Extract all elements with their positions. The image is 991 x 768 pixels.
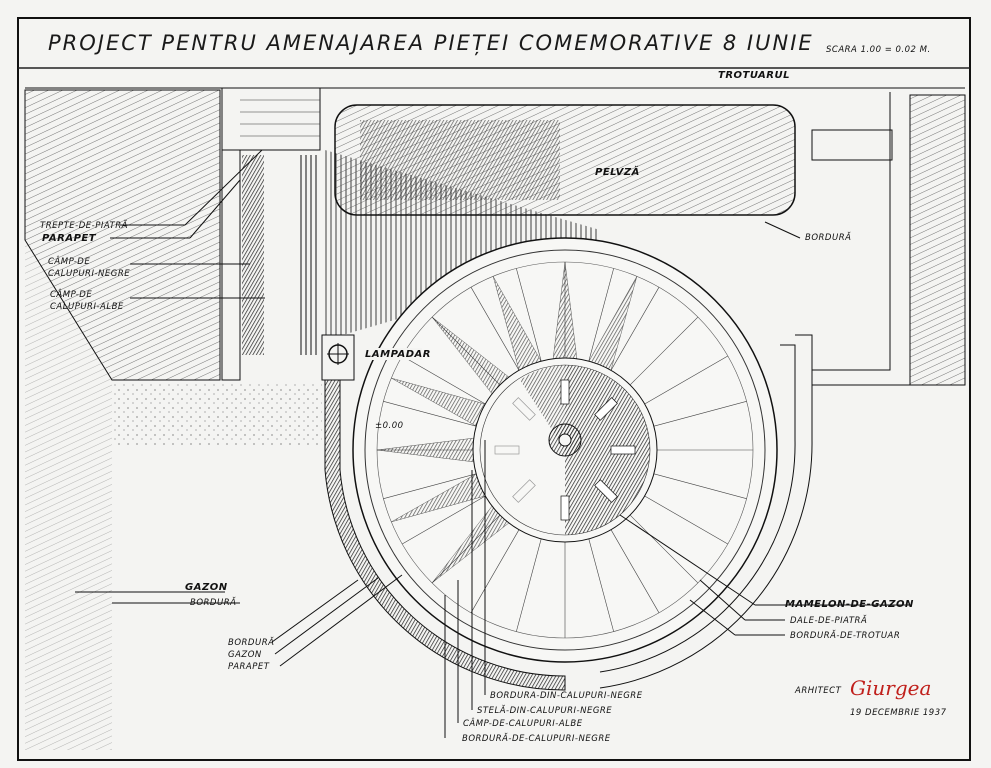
camp-negre-label-2: CALUPURI-NEGRE	[48, 269, 130, 279]
paving-joint-line	[629, 514, 699, 584]
left-lower-grass	[25, 240, 112, 750]
camp-albe-label-2: CALUPURI-ALBE	[50, 302, 124, 312]
dale-label: DALE-DE-PIATRĂ	[790, 614, 867, 626]
bordura-top-label: BORDURĂ	[805, 231, 851, 243]
camp-calupuri-albe-label: CÂMP-DE-CALUPURI-ALBE	[463, 717, 583, 729]
date-label: 19 DECEMBRIE 1937	[850, 708, 947, 718]
stone-slab	[512, 479, 536, 503]
bottom-annotations: BORDURA-DIN-CALUPURI-NEGRE STELĂ-DIN-CAL…	[444, 440, 643, 744]
paving-joint-line	[653, 473, 747, 499]
pelvza-label: PELVZĂ	[595, 165, 640, 178]
left-annotations: TREPTE-DE-PIATRĂ PARAPET CÂMP-DE CALUPUR…	[40, 149, 403, 672]
bordura-left-label: BORDURĂ	[190, 596, 236, 608]
stone-steps	[221, 87, 321, 151]
bordura-bl-label: BORDURĂ	[228, 636, 274, 648]
paving-joint-line	[402, 495, 486, 545]
paving-joint-line	[629, 316, 699, 386]
paving-joint-line	[383, 401, 477, 427]
black-cobble-field	[242, 155, 264, 355]
bordura-trotuar-label: BORDURĂ-DE-TROTUAR	[790, 629, 900, 641]
paving-joint-line	[610, 287, 660, 371]
camp-negre-label-1: CÂMP-DE	[48, 255, 90, 267]
paving-joint-line	[610, 529, 660, 613]
stone-slab	[494, 445, 520, 455]
stone-slab	[594, 397, 618, 421]
trotuarul-label: TROTUARUL	[718, 70, 790, 81]
lampadar-label: LAMPADAR	[365, 349, 431, 360]
paving-joint-line	[653, 401, 747, 427]
lawn-shade	[360, 120, 560, 200]
stone-slab	[560, 495, 570, 521]
trepte-label: TREPTE-DE-PIATRĂ	[40, 219, 128, 231]
white-cobble-field	[300, 155, 320, 355]
leader-line	[764, 221, 801, 239]
right-curved-wall-inner	[599, 344, 796, 673]
drawing-title: PROJECT PENTRU AMENAJAREA PIEȚEI COMEMOR…	[48, 31, 814, 55]
paving-joint-line	[402, 355, 486, 405]
right-annotations: MAMELON-DE-GAZON DALE-DE-PIATRĂ BORDURĂ-…	[619, 514, 947, 718]
bordura-calupuri-negre-label: BORDURA-DIN-CALUPURI-NEGRE	[490, 691, 643, 701]
stone-slab	[560, 379, 570, 405]
bordura-de-calupuri-label: BORDURĂ-DE-CALUPURI-NEGRE	[462, 732, 611, 744]
paving-joint-line	[470, 287, 520, 371]
lampadar-annotation: LAMPADAR	[362, 348, 431, 360]
stone-slab	[512, 397, 536, 421]
camp-albe-label-1: CÂMP-DE	[50, 288, 92, 300]
left-grass-area	[24, 89, 221, 381]
stone-slab	[610, 445, 636, 455]
stela-label: STELĂ-DIN-CALUPURI-NEGRE	[477, 704, 612, 716]
paving-joint-line	[516, 268, 542, 362]
lamp-post	[321, 334, 355, 381]
right-grass-area	[909, 94, 966, 386]
paving-joint-line	[644, 495, 728, 545]
gazon-left-label: GAZON	[185, 582, 228, 593]
sheet-border	[17, 17, 971, 761]
curved-parapet-band	[324, 379, 566, 691]
paving-joint-line	[588, 268, 614, 362]
paving-joint-line	[383, 473, 477, 499]
right-steps	[811, 129, 893, 161]
scale-label: SCARA 1.00 = 0.02 M.	[826, 45, 931, 55]
circular-plaza	[352, 237, 778, 663]
architect-signature: Giurgea	[850, 676, 931, 700]
architect-label: ARHITECT	[794, 686, 842, 696]
parapet-wall	[221, 149, 241, 381]
paving-joint-line	[588, 538, 614, 632]
lampadar-label-backing	[362, 348, 422, 360]
gravel-area	[112, 382, 322, 447]
parapet-bl-label: PARAPET	[228, 662, 270, 672]
paving-joint-line	[516, 538, 542, 632]
level-mark: ±0.00	[375, 421, 404, 431]
paving-joint-line	[470, 529, 520, 613]
gazon-bl-label: GAZON	[228, 650, 262, 660]
grass-mound	[565, 365, 650, 535]
stone-slab	[594, 479, 618, 503]
parapet-label: PARAPET	[42, 233, 97, 244]
paving-joint-line	[644, 355, 728, 405]
right-curved-wall	[599, 334, 813, 689]
